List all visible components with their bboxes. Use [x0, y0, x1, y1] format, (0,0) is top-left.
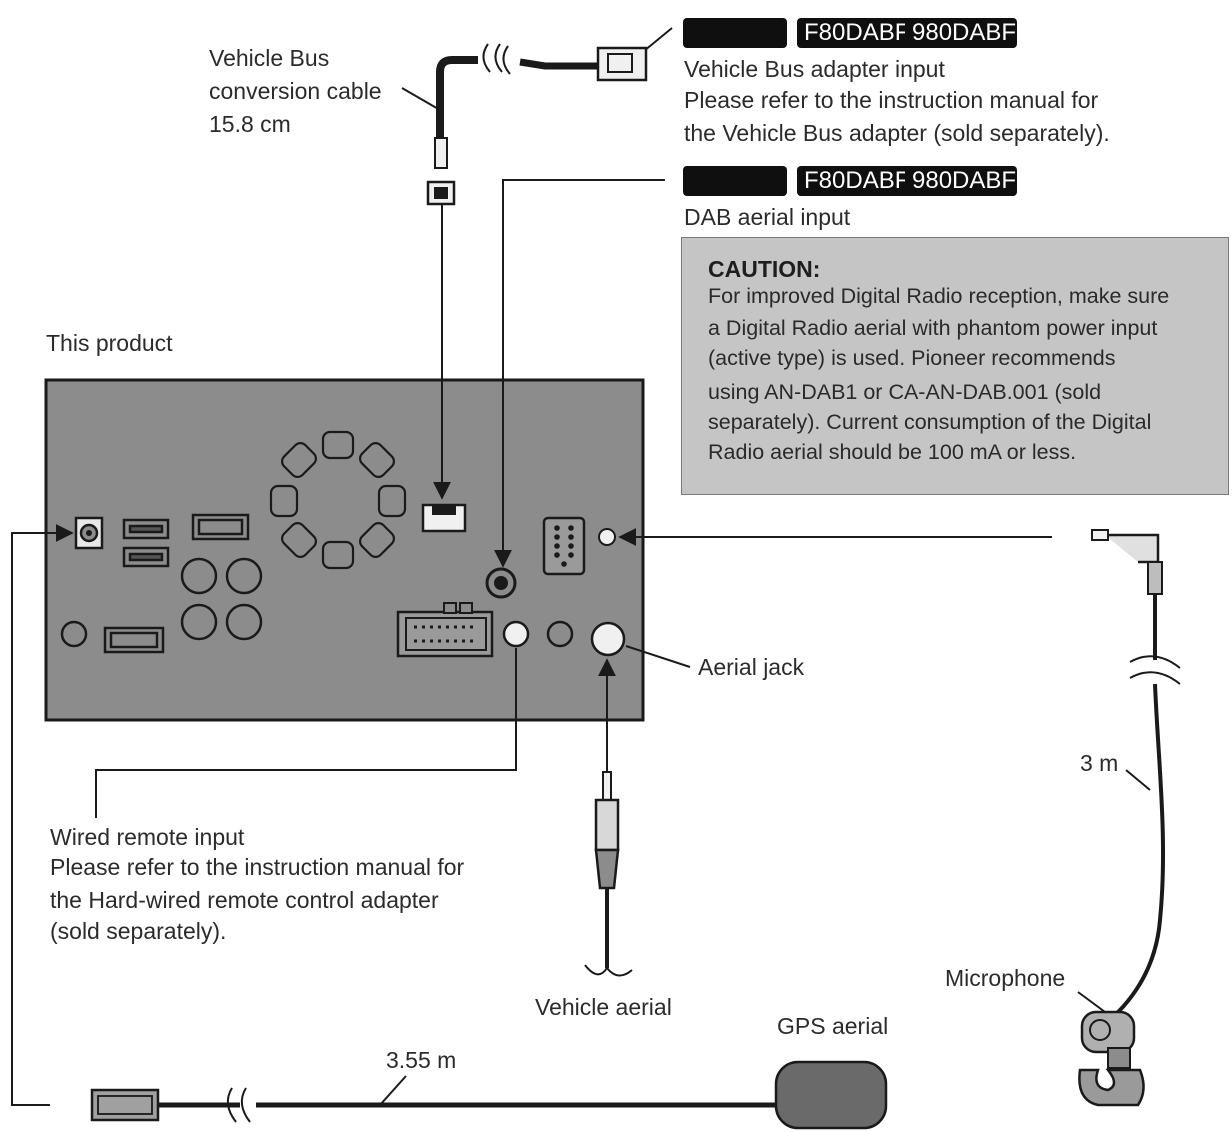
vehicle-bus-input-title: Vehicle Bus adapter input	[684, 56, 945, 82]
vehicle-bus-cable-line2: conversion cable	[209, 78, 382, 104]
wired-remote-line3: the Hard-wired remote control adapter	[50, 887, 439, 913]
model-badge-1b: F80DABF	[797, 18, 917, 48]
usb-ports	[122, 518, 170, 568]
gps-aerial-icon	[774, 1060, 888, 1130]
gps-port	[74, 516, 104, 550]
caution-line: For improved Digital Radio reception, ma…	[708, 284, 1170, 308]
wired-remote-title: Wired remote input	[50, 824, 245, 850]
vehicle-bus-cable-length: 15.8 cm	[209, 111, 291, 137]
model-badge-2a	[683, 166, 787, 196]
aerial-jack-socket	[590, 621, 626, 657]
model-badge-1c: 980DABF8	[905, 18, 1017, 48]
cooling-fan-icon	[269, 430, 407, 570]
microphone-icon	[1078, 1010, 1145, 1107]
caution-box: CAUTION: For improved Digital Radio rece…	[681, 237, 1229, 495]
caution-line: separately). Current consumption of the …	[708, 410, 1152, 434]
gps-cable-length: 3.55 m	[386, 1047, 457, 1073]
rca-jacks	[60, 557, 574, 648]
microphone-cable-icon	[1091, 529, 1181, 1022]
vehicle-bus-cable-line1: Vehicle Bus	[209, 45, 330, 71]
display-port	[191, 513, 250, 541]
vehicle-bus-socket	[421, 503, 467, 533]
vehicle-bus-input-line2: Please refer to the instruction manual f…	[684, 87, 1099, 113]
model-badge-2b: F80DABF	[797, 166, 917, 196]
gps-aerial-label: GPS aerial	[777, 1013, 889, 1039]
gps-cable-icon	[90, 1087, 780, 1123]
nine-pin-connector	[542, 516, 586, 576]
vehicle-bus-cable-icon	[426, 43, 648, 206]
vehicle-aerial-plug-icon	[584, 771, 633, 977]
power-harness-connector	[396, 602, 494, 658]
vehicle-aerial-label: Vehicle aerial	[535, 994, 672, 1020]
vehicle-bus-input-line3: the Vehicle Bus adapter (sold separately…	[684, 120, 1110, 146]
caution-title: CAUTION:	[708, 256, 821, 282]
microphone-label: Microphone	[945, 965, 1066, 991]
mic-cable-length: 3 m	[1080, 750, 1119, 776]
caution-line: (active type) is used. Pioneer recommend…	[708, 346, 1116, 370]
wired-remote-jack	[502, 620, 530, 648]
dab-socket	[485, 567, 517, 599]
connection-lines	[11, 27, 1151, 1106]
model-badge-1a	[683, 18, 787, 48]
caution-line: a Digital Radio aerial with phantom powe…	[708, 316, 1158, 340]
aerial-jack-label: Aerial jack	[698, 654, 805, 680]
wired-remote-line4: (sold separately).	[50, 918, 227, 944]
dab-aerial-input-label: DAB aerial input	[684, 204, 851, 230]
caution-line: Radio aerial should be 100 mA or less.	[708, 440, 1077, 464]
model-badge-2c: 980DABF8	[905, 166, 1017, 196]
microphone-jack	[598, 528, 616, 546]
this-product-label: This product	[46, 330, 173, 356]
lower-connector	[103, 626, 165, 654]
caution-line: using AN-DAB1 or CA-AN-DAB.001 (sold	[708, 380, 1102, 404]
wired-remote-line2: Please refer to the instruction manual f…	[50, 854, 465, 880]
